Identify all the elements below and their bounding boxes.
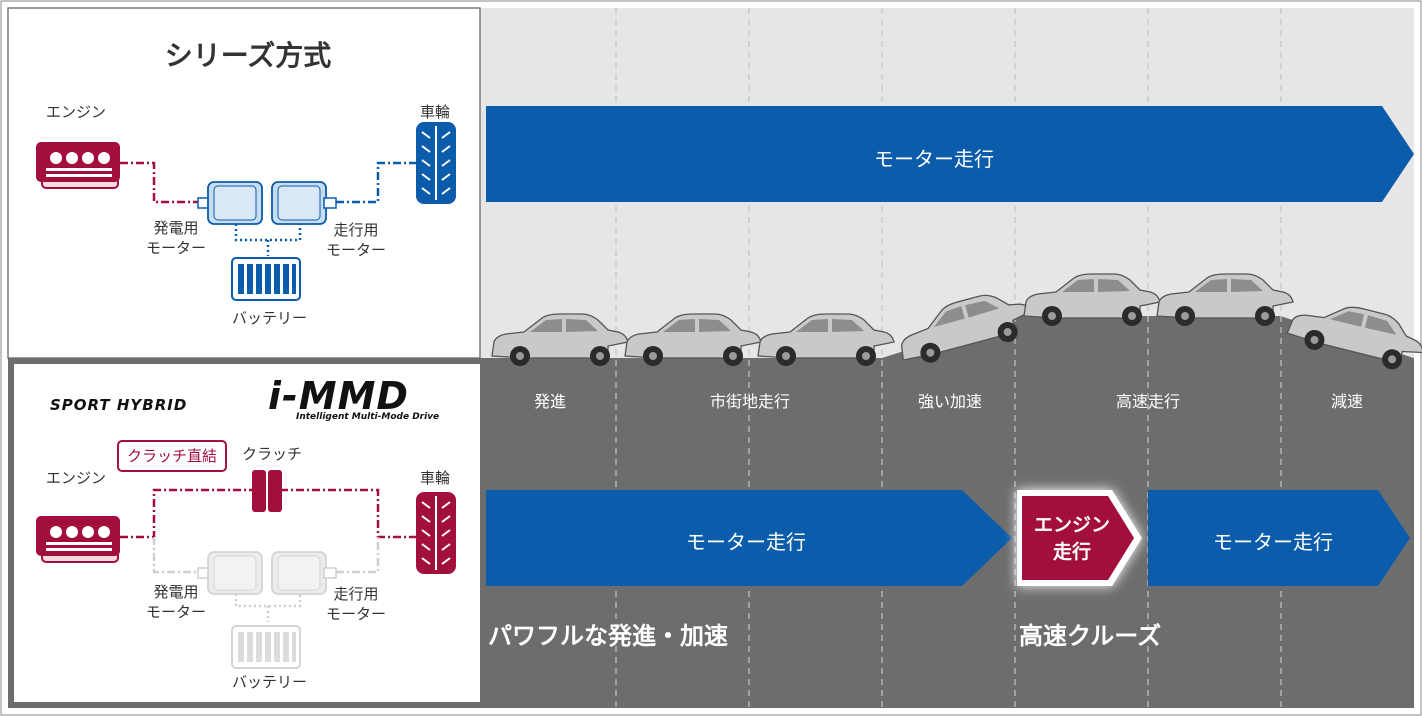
immd-gen-motor-icon — [197, 551, 263, 595]
bottom-motor-banner-left-label: モーター走行 — [686, 530, 806, 554]
engine-banner-shape — [1022, 496, 1134, 580]
immd-wheel-label: 車輪 — [420, 469, 451, 487]
logo-subtitle: Intelligent Multi-Mode Drive — [296, 412, 440, 422]
series-drive-motor-icon — [271, 181, 337, 225]
top-motor-banner-label: モーター走行 — [874, 147, 994, 171]
immd-engine-label: エンジン — [46, 469, 107, 487]
immd-drive-motor-label: 走行用 モーター — [326, 585, 387, 623]
logo-immd: i-MMD — [268, 374, 409, 418]
bottom-motor-banner-right-shape — [1148, 490, 1410, 586]
series-engine-icon — [36, 142, 120, 189]
series-title: シリーズ方式 — [164, 39, 332, 72]
logo-sport-hybrid: SPORT HYBRID — [50, 396, 188, 414]
clutch-icon — [252, 470, 282, 512]
bottom-motor-banner-left-shape — [486, 490, 1012, 586]
engine-banner-label: エンジン 走行 — [1033, 514, 1110, 563]
immd-gen-motor-label: 発電用 モーター — [146, 583, 207, 621]
column-dividers — [615, 8, 1282, 708]
series-wheel-label: 車輪 — [420, 103, 451, 121]
immd-diagram — [36, 470, 456, 669]
stage-decel: 減速 — [1330, 392, 1363, 411]
bottom-motor-banner-right-label: モーター走行 — [1213, 530, 1333, 554]
immd-engine-icon — [36, 516, 120, 563]
caption-powerful-start: パワフルな発進・加速 — [488, 622, 728, 650]
stage-start: 発進 — [533, 392, 566, 411]
immd-battery-icon — [231, 625, 301, 669]
series-gen-motor-label: 発電用 モーター — [146, 219, 207, 257]
stage-city: 市街地走行 — [709, 392, 790, 411]
series-wheel-icon — [416, 122, 456, 204]
immd-battery-label: バッテリー — [232, 673, 308, 691]
series-drive-motor-label: 走行用 モーター — [326, 221, 387, 259]
clutch-label: クラッチ — [242, 445, 303, 463]
stage-highway: 高速走行 — [1115, 392, 1180, 411]
immd-wheel-icon — [416, 492, 456, 574]
series-engine-label: エンジン — [46, 103, 107, 121]
caption-highway-cruise: 高速クルーズ — [1019, 622, 1162, 650]
immd-drive-motor-icon — [271, 551, 337, 595]
stage-strong-accel: 強い加速 — [917, 392, 982, 411]
series-gen-motor-icon — [197, 181, 263, 225]
series-diagram — [36, 122, 456, 301]
series-battery-icon — [231, 257, 301, 301]
top-motor-banner-shape — [486, 106, 1414, 202]
clutch-direct-badge: クラッチ直結 — [117, 440, 228, 472]
series-battery-label: バッテリー — [232, 309, 308, 327]
